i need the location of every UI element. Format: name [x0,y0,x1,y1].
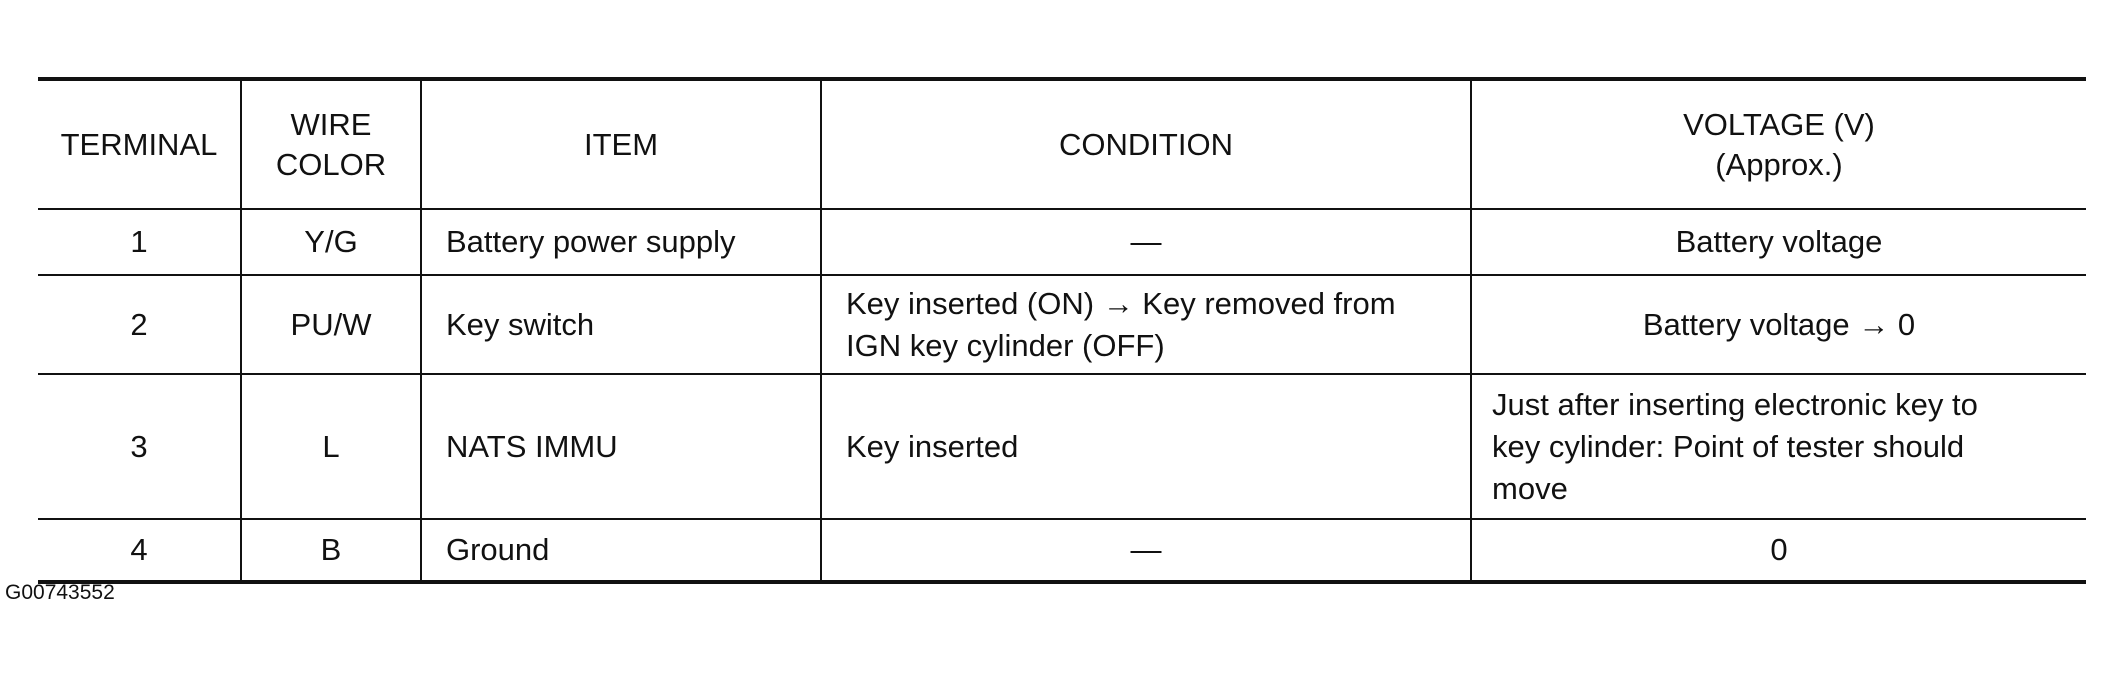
cell-item: Battery power supply [421,208,822,276]
header-wire-color: WIRE COLOR [241,78,422,210]
cell-condition-text: Key inserted (ON) → Key removed from IGN… [846,285,1396,363]
header-condition: CONDITION [821,78,1472,210]
cell-terminal: 1 [38,208,242,276]
cell-item: Ground [421,518,822,583]
cell-wire-color: B [241,518,422,583]
cell-wire-color: Y/G [241,208,422,276]
cell-wire-color: PU/W [241,274,422,375]
table-row: 3 L NATS IMMU Key inserted Just after in… [38,373,2086,520]
cell-terminal: 3 [38,373,242,520]
table-row: 2 PU/W Key switch Key inserted (ON) → Ke… [38,274,2086,375]
cell-wire-color: L [241,373,422,520]
terminal-voltage-table: TERMINAL WIRE COLOR ITEM CONDITION VOLTA… [38,77,2086,584]
table-header-row: TERMINAL WIRE COLOR ITEM CONDITION VOLTA… [38,78,2086,210]
cell-item: Key switch [421,274,822,375]
cell-voltage: 0 [1471,518,2086,583]
cell-voltage: Just after inserting electronic key to k… [1471,373,2086,520]
cell-condition: Key inserted [821,373,1472,520]
table-row: 4 B Ground — 0 [38,518,2086,583]
cell-voltage: Battery voltage [1471,208,2086,276]
cell-voltage: Battery voltage → 0 [1471,274,2086,375]
cell-voltage-text: Just after inserting electronic key to k… [1492,386,1978,506]
cell-condition: — [821,208,1472,276]
cell-item: NATS IMMU [421,373,822,520]
cell-condition: — [821,518,1472,583]
header-terminal: TERMINAL [38,78,242,210]
header-item: ITEM [421,78,822,210]
cell-terminal: 2 [38,274,242,375]
table-row: 1 Y/G Battery power supply — Battery vol… [38,208,2086,276]
cell-terminal: 4 [38,518,242,583]
figure-id: G00743552 [5,581,115,604]
header-voltage: VOLTAGE (V) (Approx.) [1471,78,2086,210]
cell-condition: Key inserted (ON) → Key removed from IGN… [821,274,1472,375]
